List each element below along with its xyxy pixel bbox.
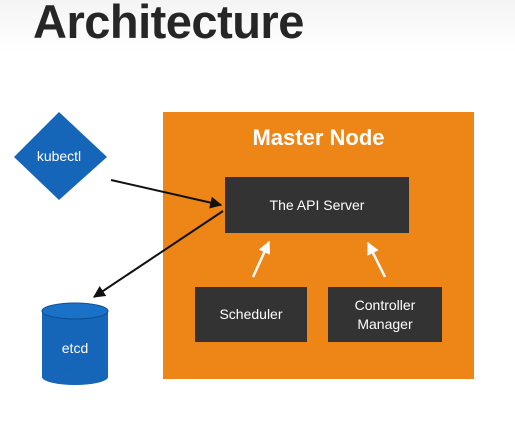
controller-to-api-arrow xyxy=(366,241,387,278)
scheduler-box: Scheduler xyxy=(195,287,307,342)
controller-manager-box: Controller Manager xyxy=(328,287,442,342)
api-server-box: The API Server xyxy=(225,177,409,233)
slide-title: Architecture xyxy=(33,0,304,48)
kubectl-diamond xyxy=(14,112,107,200)
controller-manager-label: Controller Manager xyxy=(354,296,416,332)
kubectl-to-api-arrow xyxy=(110,179,223,209)
scheduler-to-api-arrow xyxy=(251,240,271,278)
etcd-cylinder xyxy=(41,302,109,385)
api-to-etcd-arrow xyxy=(93,210,224,298)
etcd-label: etcd xyxy=(61,340,89,356)
master-node-title: Master Node xyxy=(252,125,385,150)
slide-header-background xyxy=(0,0,515,52)
scheduler-label: Scheduler xyxy=(219,306,283,322)
api-server-label: The API Server xyxy=(269,196,365,213)
kubectl-label: kubectl xyxy=(36,148,82,164)
